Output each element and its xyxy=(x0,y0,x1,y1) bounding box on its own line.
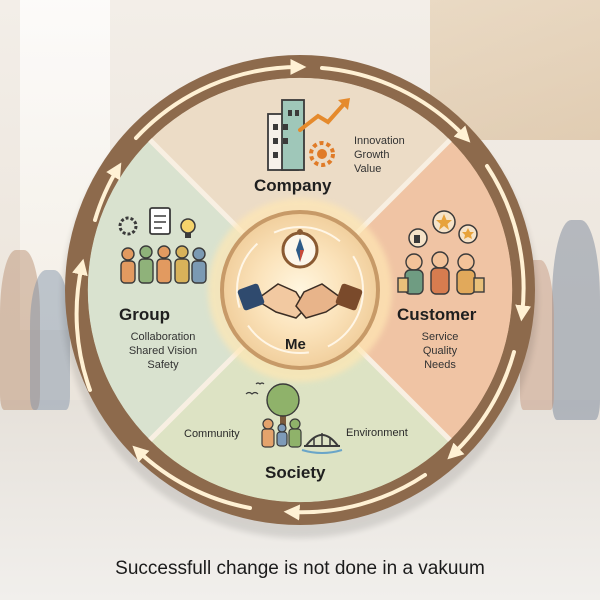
arrow-icon xyxy=(72,258,92,392)
customers-icon xyxy=(397,251,485,295)
sector-title-society: Society xyxy=(265,463,326,482)
group-value: Collaboration xyxy=(130,331,196,343)
sector-title-customer: Customer xyxy=(397,305,477,324)
cycle-arrows xyxy=(72,58,532,521)
arrow-icon xyxy=(447,350,516,460)
diagram-caption: Successfull change is not done in a vaku… xyxy=(115,558,485,579)
bridge-icon xyxy=(301,433,343,454)
arrow-icon xyxy=(320,66,471,143)
sector-company xyxy=(150,77,450,290)
group-values-list: Collaboration Shared Vision Safety xyxy=(118,330,208,372)
handshake-icon xyxy=(237,283,363,319)
customer-value: Needs xyxy=(424,359,456,371)
arrow-icon xyxy=(132,445,252,510)
family-icon xyxy=(261,418,302,448)
clipboard-icon xyxy=(149,207,171,235)
group-value: Safety xyxy=(147,359,179,371)
team-people-icon xyxy=(120,245,207,284)
company-values-list: Innovation Growth Value xyxy=(354,134,405,176)
sector-title-company: Company xyxy=(254,176,332,195)
company-value: Growth xyxy=(354,149,390,161)
society-value-community: Community xyxy=(184,428,240,440)
thumbs-up-icon xyxy=(408,228,428,248)
arrow-icon xyxy=(283,473,427,521)
compass-icon xyxy=(281,229,319,269)
lightbulb-icon xyxy=(180,218,196,238)
arrow-icon xyxy=(485,164,532,322)
birds-icon xyxy=(245,382,265,395)
customer-value: Quality xyxy=(422,345,458,357)
star-icon xyxy=(432,210,456,234)
star-icon xyxy=(458,224,478,244)
center-inner-arrows xyxy=(236,226,364,354)
arrow-icon xyxy=(134,58,307,140)
gear-icon xyxy=(118,216,138,236)
gear-icon xyxy=(309,141,335,167)
customer-value: Service xyxy=(421,331,459,343)
sector-title-group: Group xyxy=(119,305,170,324)
sector-group xyxy=(87,140,301,440)
company-value: Innovation xyxy=(354,135,405,147)
background-person xyxy=(0,250,40,410)
background-person xyxy=(552,220,600,420)
arrow-icon xyxy=(93,162,122,222)
growth-arrow-icon xyxy=(298,98,350,132)
company-value: Value xyxy=(354,163,382,175)
building-icon xyxy=(267,99,305,171)
sector-society xyxy=(150,290,450,503)
group-value: Shared Vision xyxy=(128,345,198,357)
customer-values-list: Service Quality Needs xyxy=(412,330,468,372)
society-value-environment: Environment xyxy=(346,427,408,439)
center-title-me: Me xyxy=(285,336,306,353)
tree-icon xyxy=(266,383,300,430)
center-circle xyxy=(220,210,380,370)
